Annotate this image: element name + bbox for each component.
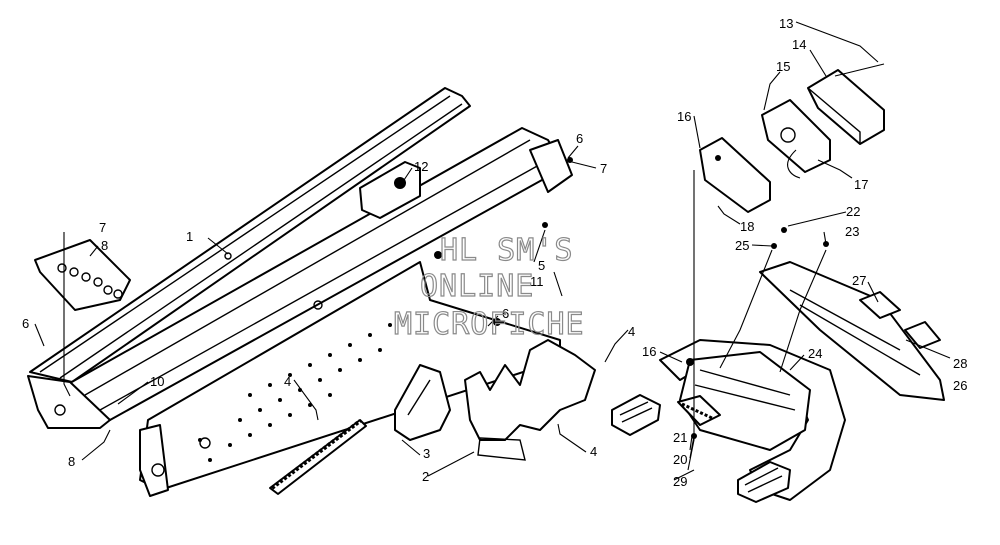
callout-6-rear: 6	[576, 131, 583, 146]
callout-6-front: 6	[22, 316, 29, 331]
watermark-line-1: HL SM'S	[440, 233, 573, 268]
callout-10: 10	[150, 374, 164, 389]
callout-1: 1	[186, 229, 193, 244]
perforated-bracket	[34, 239, 131, 311]
tunnel-front-lower	[139, 424, 169, 497]
callout-4-rear: 4	[628, 324, 635, 339]
lower-bracket	[394, 364, 451, 441]
callout-16-bottom: 16	[642, 344, 656, 359]
mount-hole	[54, 404, 66, 416]
nut-12	[394, 177, 406, 189]
taillight-assembly	[699, 63, 885, 213]
tunnel-front-end	[27, 375, 111, 429]
callout-25: 25	[735, 238, 749, 253]
taillight-bracket	[699, 137, 771, 213]
watermark-line-3: MICROFICHE	[394, 307, 585, 342]
watermark: HL SM'S ONLINE MICROFICHE	[393, 232, 585, 342]
callout-7-rear: 7	[600, 161, 607, 176]
mount-hole	[151, 463, 165, 477]
hatched-strap	[269, 419, 367, 495]
callout-28: 28	[953, 356, 967, 371]
callout-20: 20	[673, 452, 687, 467]
callout-labels: 13 14 15 16 17 18 22 23 25 27 28 26 16 2…	[22, 16, 967, 489]
callout-16-top: 16	[677, 109, 691, 124]
callout-18-top: 18	[740, 219, 754, 234]
rear-end-bracket	[529, 139, 573, 193]
callout-2: 2	[422, 469, 429, 484]
callout-8-bottom: 8	[68, 454, 75, 469]
callout-15: 15	[776, 59, 790, 74]
panel-perforations	[198, 323, 392, 462]
callout-11: 11	[530, 274, 544, 289]
callout-27: 27	[852, 273, 866, 288]
callout-6-mid: 6	[502, 306, 509, 321]
tunnel-brace	[359, 161, 421, 219]
taillight-housing	[761, 99, 831, 173]
callout-21: 21	[673, 430, 687, 445]
mount-hole	[199, 437, 211, 449]
flap-clip-27	[859, 291, 901, 319]
callout-12: 12	[414, 159, 428, 174]
callout-7-front: 7	[99, 220, 106, 235]
rear-bumper-assembly	[611, 227, 945, 503]
taillight-lens	[807, 69, 885, 145]
flap-clip-28	[904, 321, 941, 349]
tunnel-assembly	[27, 87, 573, 497]
step-plate-right	[737, 461, 791, 503]
callout-14: 14	[792, 37, 806, 52]
callout-13: 13	[779, 16, 793, 31]
callout-22: 22	[846, 204, 860, 219]
mount-hole	[313, 300, 323, 310]
mount-hole	[224, 252, 232, 260]
callout-5: 5	[538, 258, 545, 273]
callout-26: 26	[953, 378, 967, 393]
watermark-line-2: ONLINE	[420, 269, 534, 304]
leader-lines	[34, 21, 951, 481]
callout-17: 17	[854, 177, 868, 192]
callout-4-panel: 4	[284, 374, 291, 389]
callout-29: 29	[673, 474, 687, 489]
callout-4-flap: 4	[590, 444, 597, 459]
callout-23: 23	[845, 224, 859, 239]
snow-flap	[464, 339, 596, 441]
callout-8-top: 8	[101, 238, 108, 253]
callout-24: 24	[808, 346, 822, 361]
callout-3: 3	[423, 446, 430, 461]
